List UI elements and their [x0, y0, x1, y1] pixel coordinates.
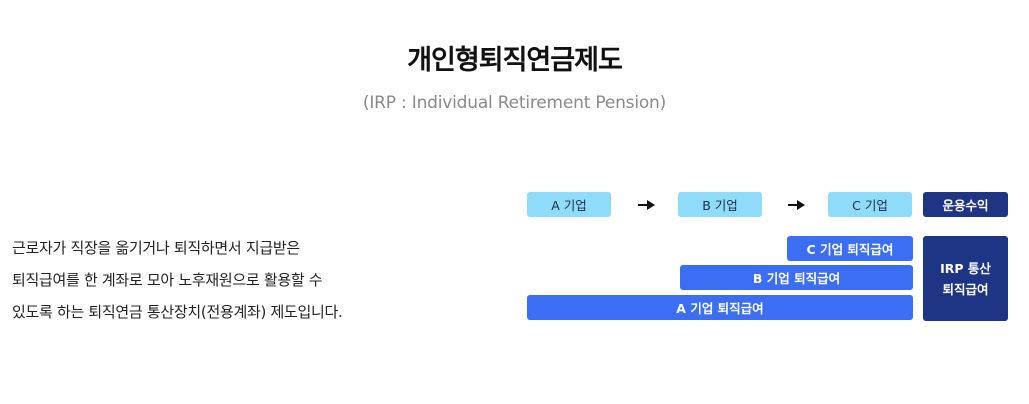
page-subtitle: (IRP : Individual Retirement Pension)	[362, 93, 667, 113]
company-a-box: A 기업	[527, 192, 611, 217]
description-line-1: 근로자가 직장을 옮기거나 퇴직하면서 지급받은	[12, 239, 300, 257]
investment-earnings-box: 운용수익	[923, 192, 1008, 217]
company-a-benefit-bar: A 기업 퇴직급여	[527, 295, 913, 320]
right-arrow-icon	[788, 200, 805, 210]
company-c-box: C 기업	[828, 192, 912, 217]
description-line-3: 있도록 하는 퇴직연금 통산장치(전용계좌) 제도입니다.	[12, 303, 343, 321]
company-c-benefit-bar: C 기업 퇴직급여	[787, 236, 913, 261]
right-arrow-icon	[638, 200, 655, 210]
company-b-benefit-bar: B 기업 퇴직급여	[680, 265, 913, 290]
irp-consolidated-benefit-box: IRP 통산 퇴직급여	[923, 236, 1008, 321]
company-b-box: B 기업	[678, 192, 762, 217]
irp-box-line-2: 퇴직급여	[942, 281, 989, 297]
irp-box-line-1: IRP 통산	[940, 260, 991, 276]
page-title: 개인형퇴직연금제도	[407, 45, 623, 76]
description-line-2: 퇴직급여를 한 계좌로 모아 노후재원으로 활용할 수	[12, 271, 323, 289]
